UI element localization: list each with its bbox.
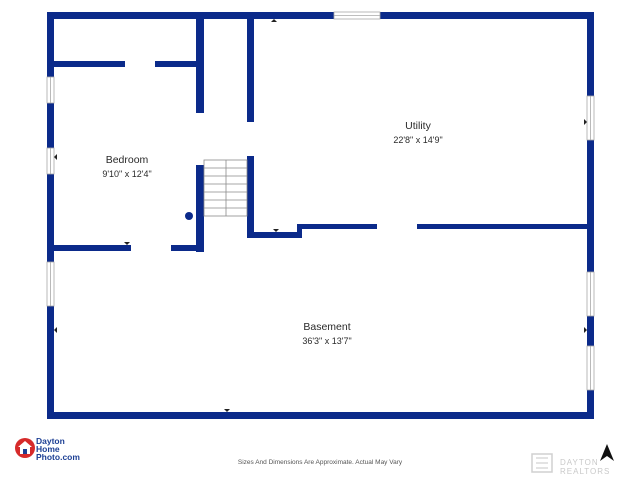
realtor-watermark-text: DAYTON REALTORS — [560, 458, 611, 476]
interior-walls — [54, 18, 587, 252]
wall-bedroom-bottom — [54, 245, 204, 251]
wall-utility-bottom-right — [297, 224, 587, 229]
basement-dims: 36'3" x 13'7" — [302, 336, 351, 346]
wall-right — [587, 12, 594, 419]
wall-markers — [54, 19, 587, 412]
bedroom-name: Bedroom — [106, 154, 149, 166]
basement-name: Basement — [303, 321, 350, 333]
openings — [125, 61, 417, 251]
brand-line-1: Dayton — [36, 436, 65, 446]
opening-closet — [125, 61, 155, 67]
water-heater-icon — [185, 212, 193, 220]
utility-dims: 22'8" x 14'9" — [393, 135, 442, 145]
brand-wordmark: Dayton Home Photo.com — [36, 436, 80, 462]
outer-walls — [47, 12, 594, 419]
disclaimer-text: Sizes And Dimensions Are Approximate. Ac… — [237, 459, 403, 466]
wall-left — [47, 12, 54, 419]
brand-line-3: Photo.com — [36, 452, 80, 462]
north-arrow-icon — [600, 444, 614, 461]
opening-stair-utility — [247, 122, 254, 156]
wall-bottom — [47, 412, 594, 419]
brand-line-2: Home — [36, 444, 60, 454]
wall-utility-bottom-left — [247, 232, 300, 238]
opening-bedroom-door — [131, 245, 171, 251]
opening-utility-door — [377, 224, 417, 229]
staircase — [203, 159, 248, 217]
windows — [46, 11, 595, 391]
utility-name: Utility — [405, 120, 431, 132]
opening-bedroom-side — [196, 113, 204, 165]
wall-utility-jog — [297, 224, 302, 238]
house-logo-icon — [15, 438, 35, 458]
realtor-watermark-icon — [531, 453, 553, 473]
bedroom-dims: 9'10" x 12'4" — [102, 169, 151, 179]
wall-top — [47, 12, 594, 19]
